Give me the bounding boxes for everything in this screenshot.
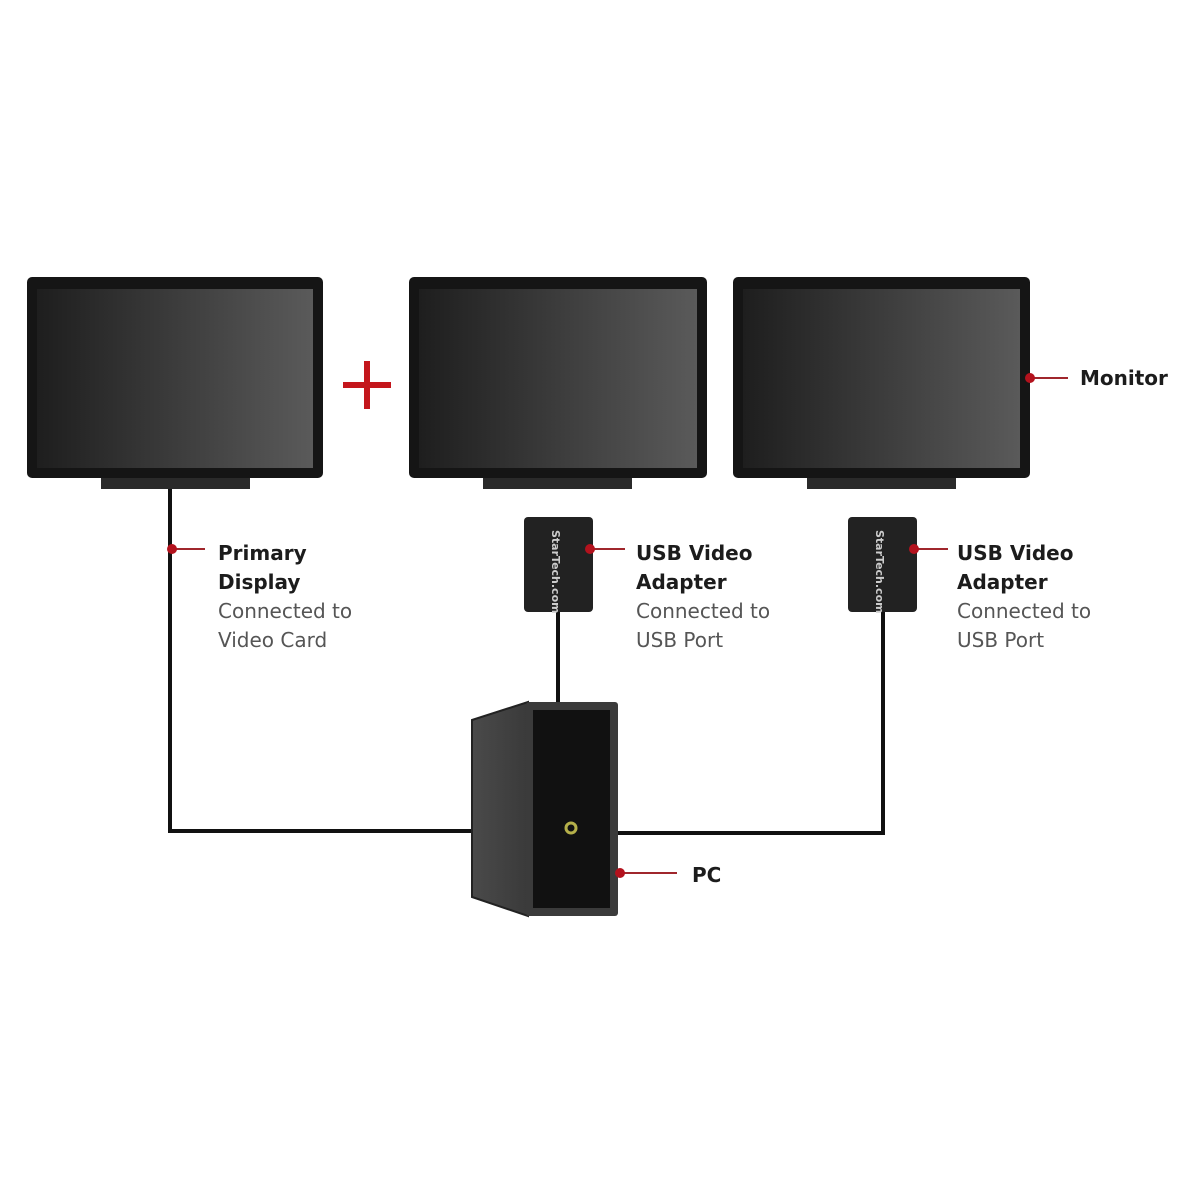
primary-monitor [27,277,323,489]
label-title: USB Video [957,541,1073,565]
video-card-cable [168,489,474,833]
power-button [564,821,578,835]
secondary-monitor-1 [409,277,707,489]
label-desc: USB Port [636,628,723,652]
monitor-screen [743,289,1020,468]
adapter1-marker [585,544,595,554]
label-desc: Connected to [636,599,770,623]
label-title: USB Video [636,541,752,565]
pc-label: PC [692,863,721,887]
pc-marker [615,868,625,878]
adapter-logo: StarTech.com [549,530,562,614]
label-desc: USB Port [957,628,1044,652]
monitor-label: Monitor [1080,366,1168,390]
label-title: Adapter [636,570,727,594]
usb-video-adapter-2: StarTech.com [848,517,917,614]
label-title: Display [218,570,300,594]
secondary-monitor-2 [733,277,1030,489]
adapter1-label: USB Video Adapter Connected to USB Port [636,541,770,652]
label-desc: Connected to [218,599,352,623]
monitor-marker [1025,373,1035,383]
adapter-logo: StarTech.com [873,530,886,614]
primary-display-label: Primary Display Connected to Video Card [218,541,352,652]
primary-marker [167,544,177,554]
pc-tower [471,700,618,918]
monitor-screen [37,289,313,468]
label-title: Primary [218,541,307,565]
label-desc: Connected to [957,599,1091,623]
adapter2-marker [909,544,919,554]
adapter2-usb-cable [616,610,885,835]
label-title: Adapter [957,570,1048,594]
plus-icon [343,361,391,409]
adapter2-label: USB Video Adapter Connected to USB Port [957,541,1091,652]
label-desc: Video Card [218,628,327,652]
usb-video-adapter-1: StarTech.com [524,517,593,614]
monitor-screen [419,289,697,468]
